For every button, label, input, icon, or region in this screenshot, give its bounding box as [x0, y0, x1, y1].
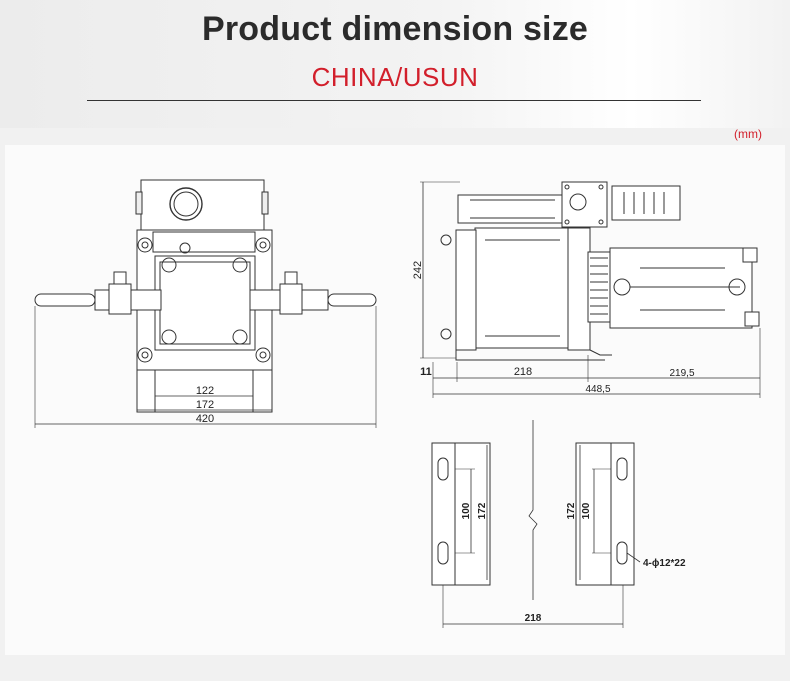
- bracket-right-dim-100: 100: [581, 502, 592, 519]
- side-dim-448-5: 448,5: [585, 384, 610, 395]
- front-view-drawing: [34, 179, 377, 428]
- brand-subtitle: CHINA/USUN: [311, 62, 479, 92]
- front-dim-420: 420: [196, 413, 214, 425]
- header-divider: [87, 100, 701, 101]
- side-dim-242: 242: [412, 261, 424, 279]
- unit-label: (mm): [734, 127, 762, 141]
- side-dim-11: 11: [420, 366, 432, 378]
- drawing-panel: [5, 145, 785, 655]
- bracket-dim-218: 218: [525, 613, 542, 624]
- bracket-view-drawing: [431, 420, 641, 628]
- side-dim-218: 218: [514, 366, 532, 378]
- bracket-hole-note: 4-ϕ12*22: [643, 558, 686, 569]
- page-title: Product dimension size: [201, 10, 589, 48]
- bracket-left-dim-172: 172: [477, 502, 488, 519]
- front-dim-122: 122: [196, 385, 214, 397]
- bracket-left-dim-100: 100: [461, 502, 472, 519]
- front-dim-172: 172: [196, 399, 214, 411]
- header-banner: Product dimension size CHINA/USUN: [0, 0, 790, 128]
- side-dim-219-5: 219,5: [669, 368, 694, 379]
- bracket-right-dim-172: 172: [566, 502, 577, 519]
- side-view-drawing: [420, 181, 761, 398]
